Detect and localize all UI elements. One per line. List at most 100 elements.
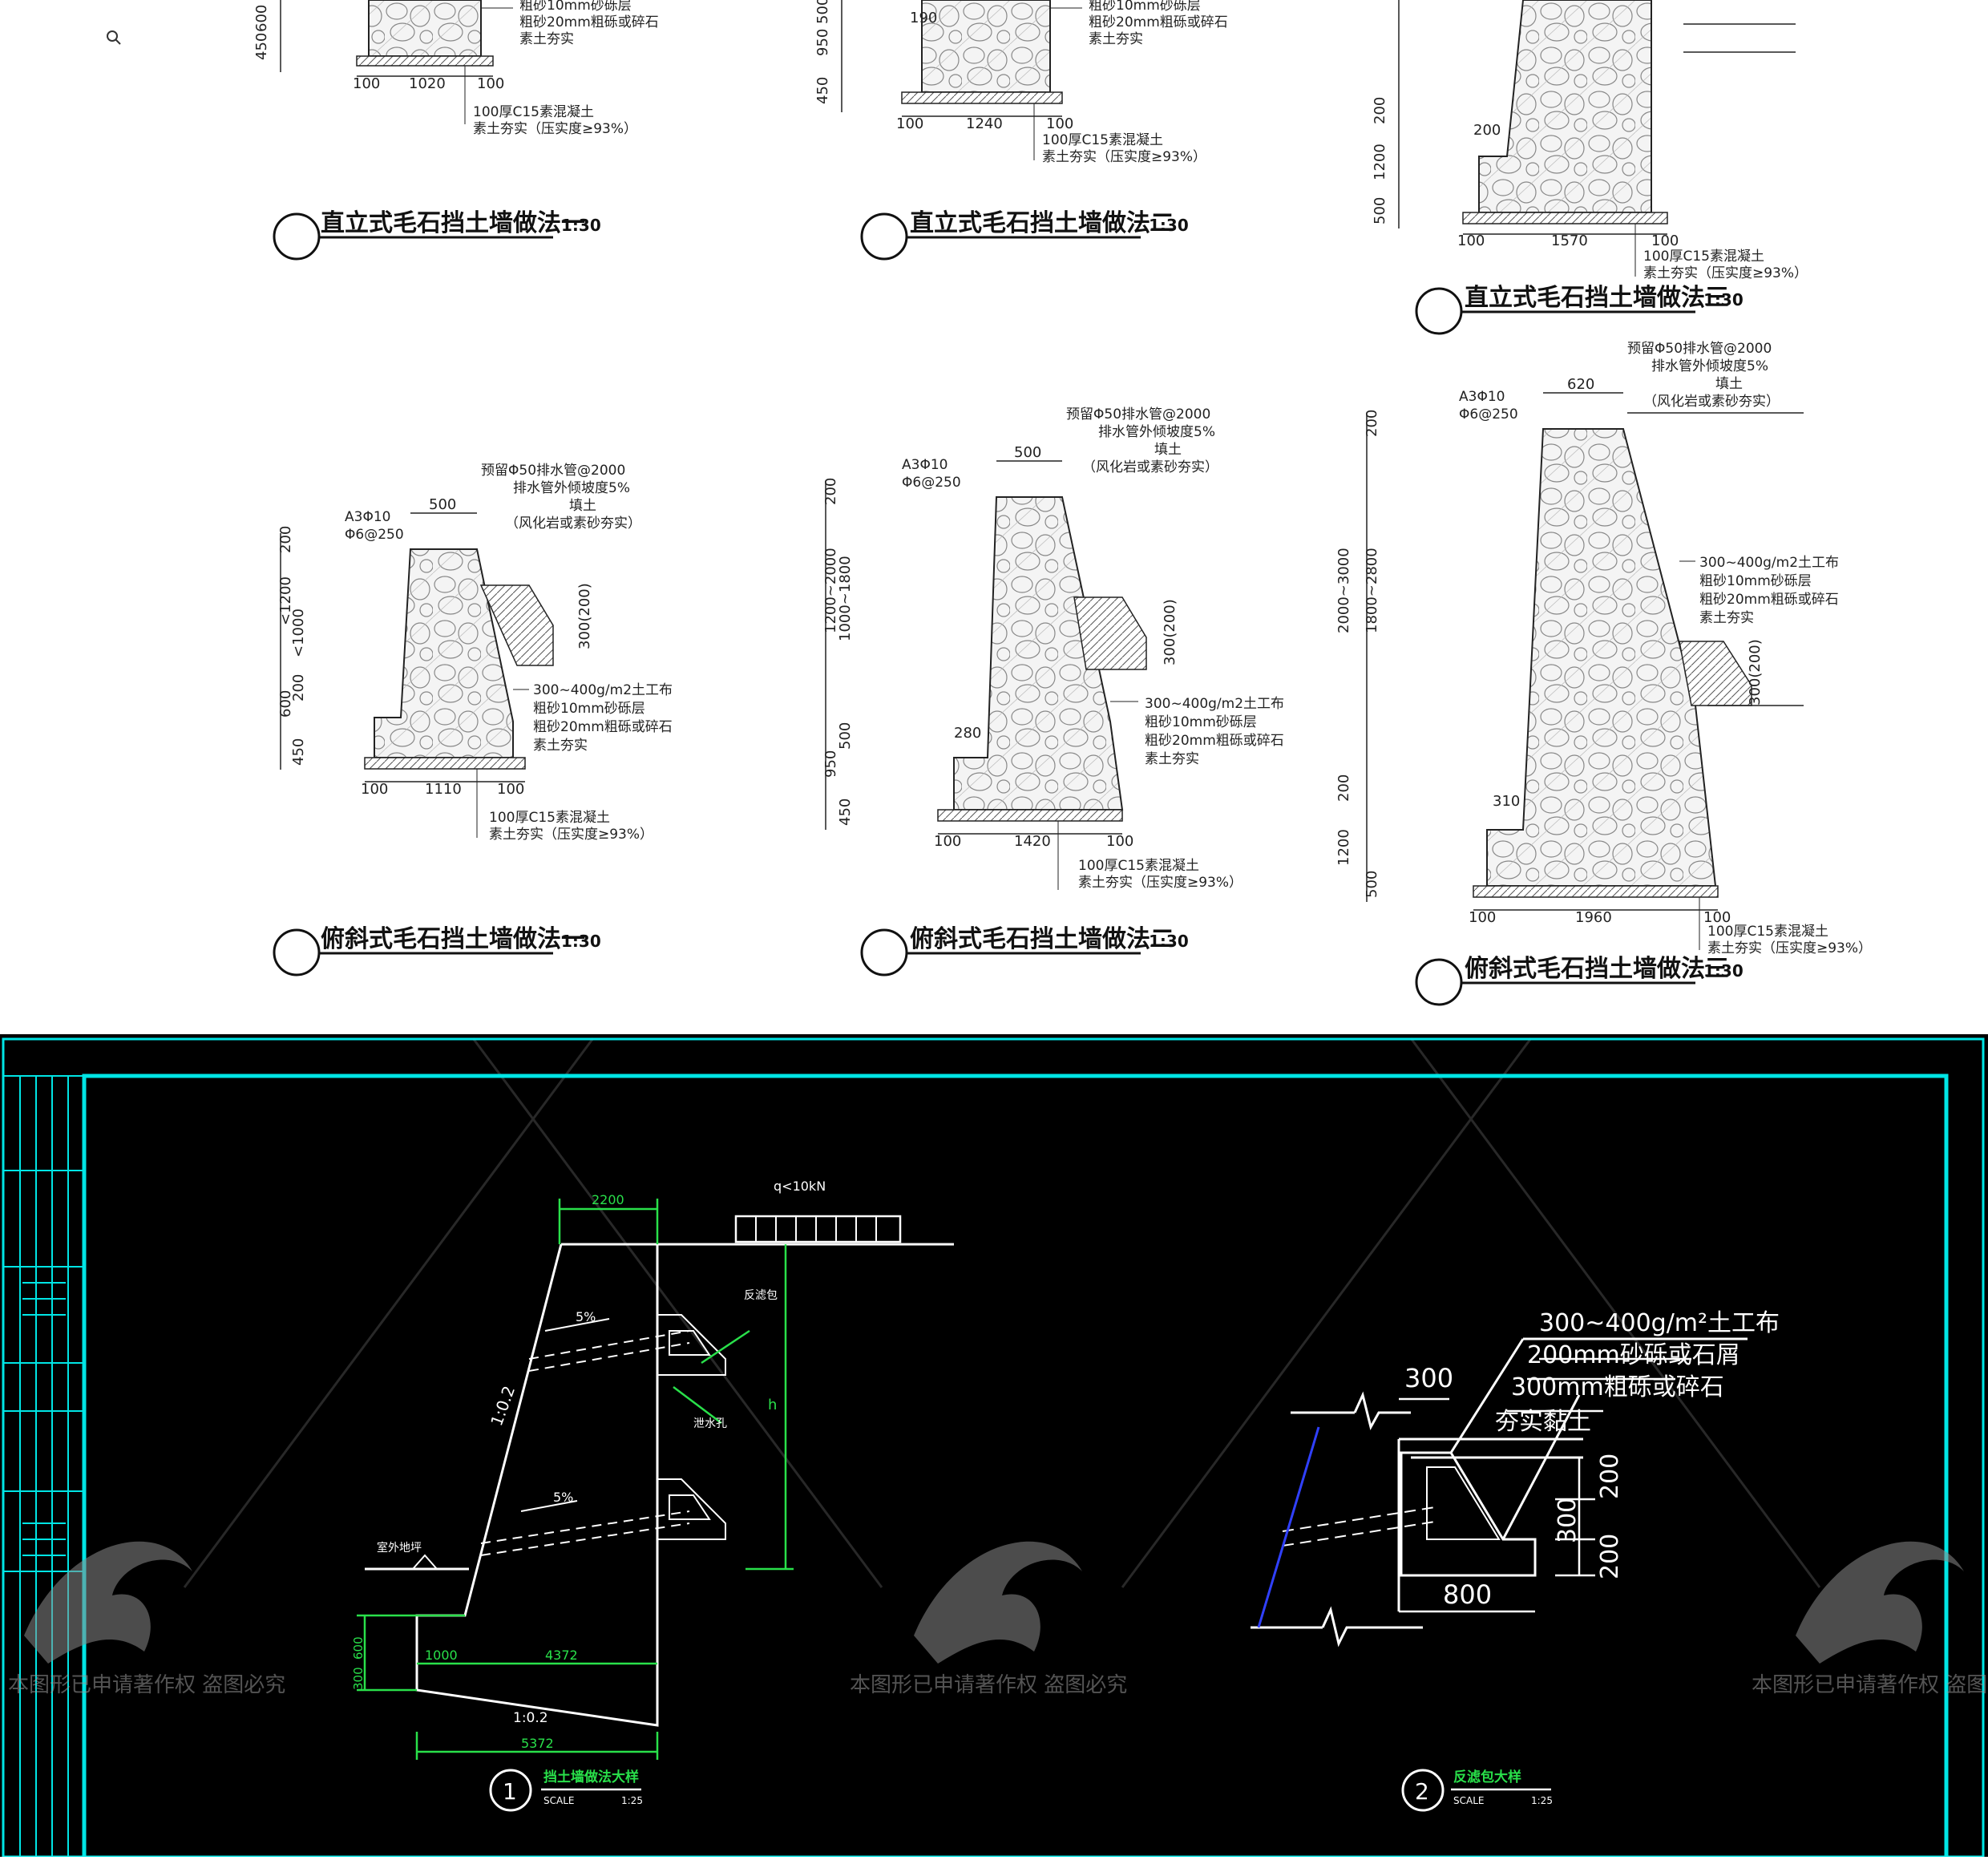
base-dim: 100 [934, 833, 961, 850]
left-dim: 600 [351, 1636, 366, 1660]
upright-wall-detail-2: 500 950 450 190 100 1240 100 粗砂10mm砂砾层 粗… [814, 0, 1228, 261]
left-dim: 200 [1364, 410, 1380, 437]
top-dim: 500 [429, 496, 456, 513]
foundation-note: 100厚C15素混凝土 [473, 104, 594, 120]
drain-label: 反滤包 [744, 1289, 778, 1302]
left-dim: 200 [822, 478, 839, 505]
detail-scale: 1:25 [621, 1795, 643, 1806]
left-dim: <1000 [290, 609, 307, 657]
top-note: 填土 [569, 498, 596, 514]
drain-slope: 5% [576, 1309, 596, 1324]
base-total-dim: 5372 [521, 1736, 554, 1751]
top-note: 排水管外倾坡度5% [1098, 424, 1215, 440]
detail-scale: 1:30 [561, 932, 601, 951]
drain-dim: 300(200) [1162, 599, 1178, 665]
detail-scale: 1:25 [1531, 1795, 1553, 1806]
title-block [3, 1075, 84, 1857]
inclined-wall-detail-1: 200 <1200 <1000 600 200 450 500 A3Φ10 Φ6… [273, 463, 673, 976]
base-dim: 1020 [409, 75, 446, 92]
top-note: 排水管外倾坡度5% [1651, 358, 1768, 374]
watermark: 本图形已申请著作权 盗图必究 [850, 1541, 1127, 1697]
height-label: h [768, 1397, 777, 1413]
upright-wall-detail-3: 200 1200 500 200 100 1570 100 100厚C15素混凝… [1372, 0, 1808, 335]
bottom-dim: 800 [1443, 1579, 1492, 1610]
base-dim: 1110 [425, 781, 462, 798]
foundation-note: 素土夯实（压实度≥93%） [1643, 265, 1808, 281]
base-dim: 100 [477, 75, 504, 92]
note: 粗砂20mm粗砾或碎石 [1089, 14, 1228, 30]
note: 300~400g/m2土工布 [533, 682, 673, 698]
top-note: 预留Φ50排水管@2000 [481, 463, 625, 479]
detail-marker [1401, 1769, 1445, 1812]
note: 300~400g/m2土工布 [1699, 555, 1839, 571]
note: 300~400g/m2土工布 [1145, 696, 1284, 712]
note: 粗砂10mm砂砾层 [1089, 0, 1201, 14]
inclined-wall-detail-3: 200 2000~3000 1800~2800 200 1200 500 620… [1335, 341, 1872, 1006]
base-dim: 100 [353, 75, 380, 92]
heel-dim: 4372 [545, 1648, 578, 1663]
top-note: （风化岩或素砂夯实） [1082, 459, 1218, 475]
top-dim: 620 [1567, 376, 1594, 393]
note: 素土夯实 [519, 31, 574, 47]
top-panel: 600 450 100 1020 100 粗砂10mm砂砾层 粗砂20mm粗砾或… [107, 0, 1873, 1006]
filter-note: 300mm粗砾或碎石 [1511, 1373, 1724, 1401]
filter-note: 200mm砂砾或石屑 [1527, 1341, 1740, 1369]
base-dim: 100 [1651, 232, 1679, 249]
side-dim: 200 [1372, 97, 1388, 124]
foundation-note: 素土夯实（压实度≥93%） [1078, 875, 1242, 891]
left-dim: 600 [277, 690, 294, 718]
top-dim: 500 [1014, 444, 1041, 461]
base-dim: 100 [1046, 115, 1073, 132]
top-dim: 300 [1404, 1363, 1453, 1393]
side-dim: 500 [1372, 197, 1388, 224]
filter-note: 300~400g/m²土工布 [1539, 1309, 1780, 1337]
detail-scale: 1:30 [1149, 932, 1189, 951]
top-note: 填土 [1715, 376, 1743, 392]
foundation-note: 100厚C15素混凝土 [1643, 249, 1764, 265]
note: 粗砂20mm粗砾或碎石 [1699, 592, 1839, 608]
left-dim: 450 [837, 799, 854, 826]
foundation-note: 素土夯实（压实度≥93%） [1707, 940, 1872, 956]
left-dim: 1200 [1335, 829, 1352, 866]
left-dim: 500 [837, 722, 854, 750]
drain-dim: 300(200) [1747, 639, 1764, 706]
detail-scale: 1:30 [1703, 961, 1744, 981]
side-dim: 500 [814, 0, 831, 24]
step-dim: 190 [910, 10, 937, 26]
toe-dim: 1000 [425, 1648, 458, 1663]
magnifier-icon [107, 30, 121, 45]
cad-panel: 2200 q<10kN 1:0.2 5% 5% h 反滤包 泄水孔 室外地坪 1… [0, 1034, 1988, 1860]
foundation-note: 100厚C15素混凝土 [1707, 924, 1828, 940]
scale-label: SCALE [1453, 1795, 1484, 1806]
detail-scale: 1:30 [561, 216, 601, 235]
detail-title: 反滤包大样 [1453, 1769, 1521, 1785]
detail-scale: 1:30 [1149, 216, 1189, 235]
drain-label: 泄水孔 [693, 1417, 727, 1430]
left-dim: 450 [290, 738, 307, 766]
detail-title: 直立式毛石挡土墙做法二 [910, 209, 1174, 237]
base-dim: 100 [896, 115, 923, 132]
right-dim: 200 [1596, 1454, 1624, 1499]
watermark: 本图形已申请著作权 盗图必究 [1752, 1541, 1988, 1697]
detail-number: 1 [503, 1778, 517, 1805]
left-dim: 1000~1800 [837, 556, 854, 641]
foundation-note: 100厚C15素混凝土 [1078, 858, 1199, 874]
foundation-note: 100厚C15素混凝土 [489, 810, 610, 826]
watermark: 本图形已申请著作权 盗图必究 [8, 1541, 285, 1697]
filter-note: 夯实黏土 [1495, 1408, 1591, 1436]
base-dim: 100 [497, 781, 524, 798]
rebar-note: A3Φ10 [345, 509, 390, 525]
detail-scale: 1:30 [1703, 290, 1744, 309]
base-dim: 100 [361, 781, 388, 798]
scale-label: SCALE [543, 1795, 574, 1806]
foundation-note: 素土夯实（压实度≥93%） [473, 121, 637, 137]
note: 粗砂10mm砂砾层 [519, 0, 632, 14]
left-dim: 950 [822, 750, 839, 778]
cad-detail-1-dims [357, 1199, 794, 1760]
step-dim: 200 [1473, 122, 1501, 139]
right-dim: 200 [1596, 1534, 1624, 1579]
watermark-text: 本图形已申请著作权 盗图必究 [850, 1673, 1127, 1697]
upright-wall-detail-1: 600 450 100 1020 100 粗砂10mm砂砾层 粗砂20mm粗砾或… [253, 0, 659, 261]
